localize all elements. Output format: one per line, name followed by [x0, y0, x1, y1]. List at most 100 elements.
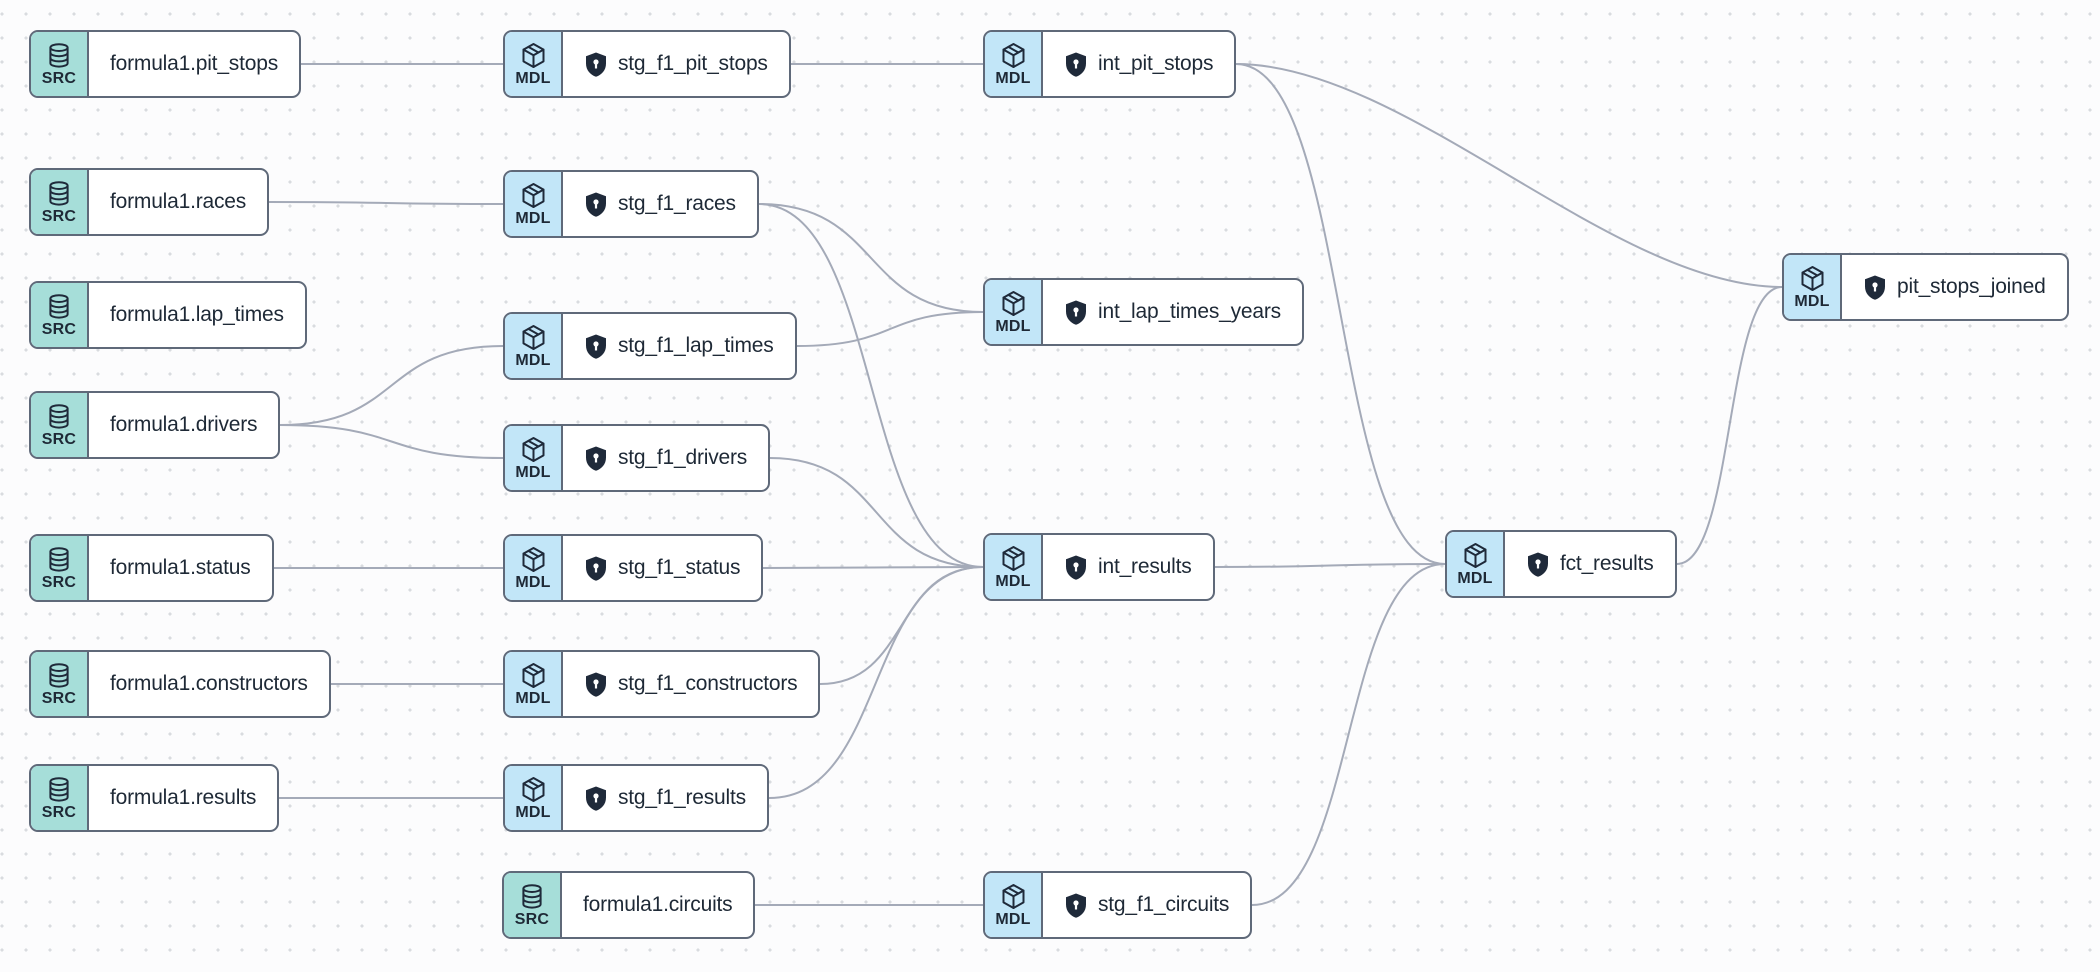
shield-lock-icon [1066, 893, 1086, 918]
node-src_races[interactable]: SRC formula1.races [29, 168, 270, 236]
node-kind-badge: SRC [31, 283, 89, 347]
node-stg_results[interactable]: MDL stg_f1_results [503, 764, 769, 832]
node-kind-badge: SRC [31, 536, 89, 600]
node-label: stg_f1_lap_times [618, 334, 774, 357]
node-kind-badge: MDL [505, 426, 563, 490]
node-src_constructors[interactable]: SRC formula1.constructors [29, 650, 331, 718]
node-kind-badge: SRC [504, 873, 562, 937]
node-body: pit_stops_joined [1842, 255, 2067, 319]
node-label: stg_f1_pit_stops [618, 52, 768, 75]
edge-stg_results-to-int_results [768, 566, 984, 799]
node-kind-label: MDL [515, 463, 551, 481]
model-cube-icon [522, 776, 544, 802]
node-kind-label: SRC [41, 69, 77, 87]
edge-int_pit_stops-to-fct_results [1235, 63, 1446, 565]
node-kind-label: MDL [995, 317, 1031, 335]
model-cube-icon [522, 662, 544, 688]
node-label: stg_f1_races [618, 192, 736, 215]
node-stg_circuits[interactable]: MDL stg_f1_circuits [983, 871, 1253, 939]
node-stg_status[interactable]: MDL stg_f1_status [503, 534, 764, 602]
node-body: formula1.circuits [562, 873, 753, 937]
node-body: int_pit_stops [1043, 32, 1234, 96]
node-body: formula1.pit_stops [89, 32, 299, 96]
node-src_pit_stops[interactable]: SRC formula1.pit_stops [29, 30, 301, 98]
node-kind-label: MDL [995, 910, 1031, 928]
database-icon [49, 403, 69, 429]
node-kind-label: SRC [41, 573, 77, 591]
shield-lock-icon [1066, 52, 1086, 77]
node-kind-badge: SRC [31, 766, 89, 830]
node-kind-badge: MDL [505, 314, 563, 378]
node-body: stg_f1_lap_times [563, 314, 795, 378]
node-body: int_lap_times_years [1043, 280, 1302, 344]
node-int_lap_times_years[interactable]: MDL int_lap_times_years [983, 278, 1304, 346]
node-kind-label: MDL [515, 689, 551, 707]
node-body: stg_f1_constructors [563, 652, 818, 716]
node-body: stg_f1_races [563, 172, 757, 236]
node-label: stg_f1_circuits [1098, 893, 1230, 916]
shield-lock-icon [1865, 275, 1885, 300]
database-icon [49, 293, 69, 319]
node-src_lap_times[interactable]: SRC formula1.lap_times [29, 281, 307, 349]
model-cube-icon [1002, 545, 1024, 571]
node-stg_lap_times[interactable]: MDL stg_f1_lap_times [503, 312, 797, 380]
node-kind-label: MDL [515, 803, 551, 821]
node-kind-badge: MDL [505, 172, 563, 236]
node-fct_results[interactable]: MDL fct_results [1445, 530, 1677, 598]
model-cube-icon [1002, 290, 1024, 316]
edge-fct_results-to-pit_stops_joined [1676, 286, 1783, 565]
node-kind-badge: MDL [505, 536, 563, 600]
edge-stg_races-to-int_lap_times_years [758, 203, 984, 313]
node-body: fct_results [1505, 532, 1675, 596]
database-icon [522, 883, 542, 909]
node-kind-label: SRC [514, 910, 550, 928]
node-src_results[interactable]: SRC formula1.results [29, 764, 280, 832]
node-kind-badge: MDL [985, 535, 1043, 599]
node-stg_drivers[interactable]: MDL stg_f1_drivers [503, 424, 771, 492]
node-kind-badge: MDL [985, 280, 1043, 344]
node-label: int_lap_times_years [1098, 300, 1281, 323]
shield-lock-icon [586, 192, 606, 217]
node-src_drivers[interactable]: SRC formula1.drivers [29, 391, 281, 459]
database-icon [49, 662, 69, 688]
node-body: stg_f1_drivers [563, 426, 768, 490]
model-cube-icon [1002, 883, 1024, 909]
node-src_status[interactable]: SRC formula1.status [29, 534, 274, 602]
node-label: int_pit_stops [1098, 52, 1214, 75]
node-int_pit_stops[interactable]: MDL int_pit_stops [983, 30, 1237, 98]
node-label: stg_f1_results [618, 786, 746, 809]
node-label: stg_f1_constructors [618, 672, 798, 695]
edge-int_pit_stops-to-pit_stops_joined [1235, 63, 1783, 288]
node-int_results[interactable]: MDL int_results [983, 533, 1215, 601]
shield-lock-icon [586, 334, 606, 359]
node-kind-label: MDL [515, 573, 551, 591]
shield-lock-icon [1066, 300, 1086, 325]
edge-src_drivers-to-stg_drivers [279, 424, 504, 459]
node-stg_pit_stops[interactable]: MDL stg_f1_pit_stops [503, 30, 791, 98]
node-pit_stops_joined[interactable]: MDL pit_stops_joined [1782, 253, 2069, 321]
node-kind-label: MDL [1794, 292, 1830, 310]
node-stg_constructors[interactable]: MDL stg_f1_constructors [503, 650, 821, 718]
node-kind-label: SRC [41, 320, 77, 338]
node-kind-badge: MDL [505, 32, 563, 96]
node-label: pit_stops_joined [1897, 275, 2046, 298]
node-body: stg_f1_status [563, 536, 761, 600]
shield-lock-icon [586, 52, 606, 77]
node-body: formula1.status [89, 536, 272, 600]
node-kind-badge: SRC [31, 652, 89, 716]
node-body: stg_f1_circuits [1043, 873, 1250, 937]
node-kind-label: SRC [41, 430, 77, 448]
edge-stg_races-to-int_results [758, 203, 984, 568]
database-icon [49, 42, 69, 68]
node-stg_races[interactable]: MDL stg_f1_races [503, 170, 759, 238]
node-kind-badge: MDL [505, 652, 563, 716]
node-src_circuits[interactable]: SRC formula1.circuits [502, 871, 756, 939]
node-body: int_results [1043, 535, 1213, 599]
node-label: formula1.pit_stops [110, 52, 278, 75]
node-kind-label: MDL [995, 572, 1031, 590]
node-kind-badge: MDL [1447, 532, 1505, 596]
edge-stg_circuits-to-fct_results [1251, 563, 1446, 906]
edge-int_results-to-fct_results [1214, 563, 1446, 568]
model-cube-icon [522, 182, 544, 208]
